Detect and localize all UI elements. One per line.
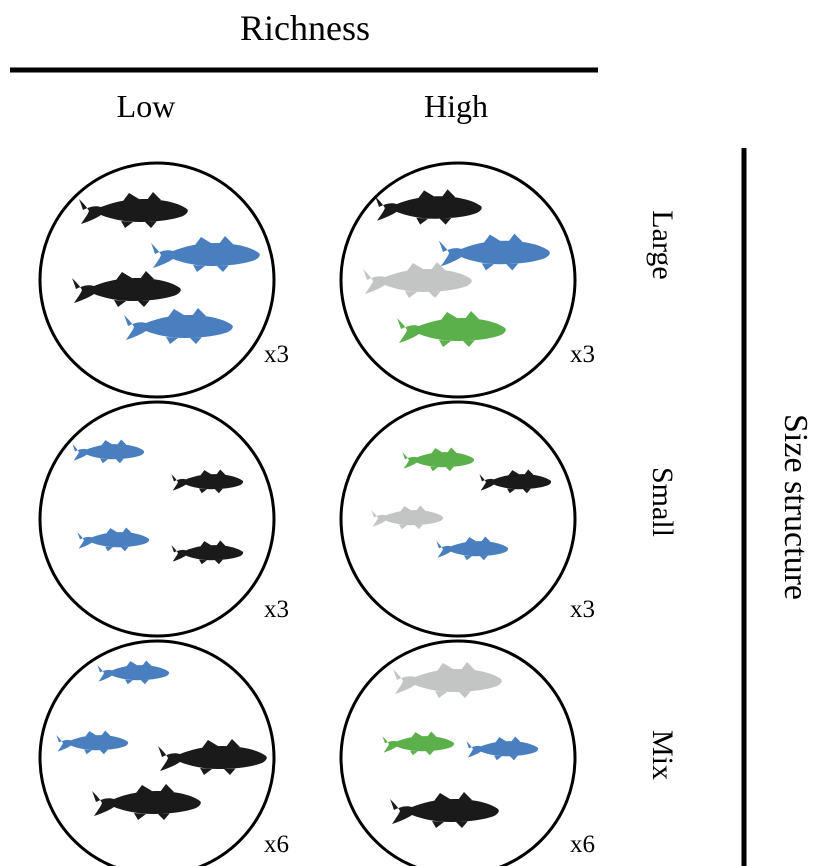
fish-black-large-low bbox=[79, 192, 188, 228]
fish-blue-small-high bbox=[436, 536, 509, 561]
tank-mix-low bbox=[38, 639, 276, 866]
fish-blue-small-low bbox=[72, 439, 145, 464]
fish-green-small-high bbox=[402, 447, 475, 472]
tank-small-high bbox=[339, 400, 577, 638]
fish-grey-small-high bbox=[371, 505, 444, 530]
fish-blue-large-low bbox=[124, 308, 233, 344]
multiplier-small-low: x3 bbox=[264, 596, 289, 623]
fish-grey-large-high bbox=[363, 262, 472, 298]
fish-black-mix-low bbox=[158, 739, 267, 775]
fish-blue-large-high bbox=[438, 233, 550, 271]
fish-black-small-low bbox=[171, 540, 244, 565]
fish-blue-large-low bbox=[151, 236, 260, 272]
fish-black-small-low bbox=[171, 469, 244, 494]
fish-blue-mix-low bbox=[56, 730, 129, 755]
tank-large-high bbox=[339, 161, 577, 399]
multiplier-small-high: x3 bbox=[570, 596, 595, 623]
column-header-low: Low bbox=[116, 88, 176, 124]
multiplier-large-high: x3 bbox=[570, 341, 595, 368]
fish-grey-mix-high bbox=[393, 662, 502, 698]
tank-mix-high bbox=[339, 639, 577, 866]
fish-blue-mix-low bbox=[97, 660, 170, 685]
tank-small-low bbox=[38, 400, 276, 638]
fish-black-mix-low bbox=[92, 784, 201, 820]
multiplier-mix-low: x6 bbox=[264, 831, 289, 858]
fish-black-large-low bbox=[72, 271, 181, 307]
richness-title: Richness bbox=[240, 8, 370, 48]
fish-black-large-high bbox=[375, 189, 482, 225]
fish-green-large-high bbox=[397, 311, 506, 347]
column-header-high: High bbox=[424, 88, 488, 124]
tank-large-low bbox=[38, 161, 276, 399]
fish-blue-small-low bbox=[77, 527, 150, 552]
fish-black-small-high bbox=[479, 469, 552, 494]
multiplier-mix-high: x6 bbox=[570, 831, 595, 858]
multiplier-large-low: x3 bbox=[264, 341, 289, 368]
fish-green-mix-high bbox=[382, 731, 455, 756]
fish-blue-mix-high bbox=[466, 736, 539, 761]
fish-black-mix-high bbox=[390, 792, 499, 828]
